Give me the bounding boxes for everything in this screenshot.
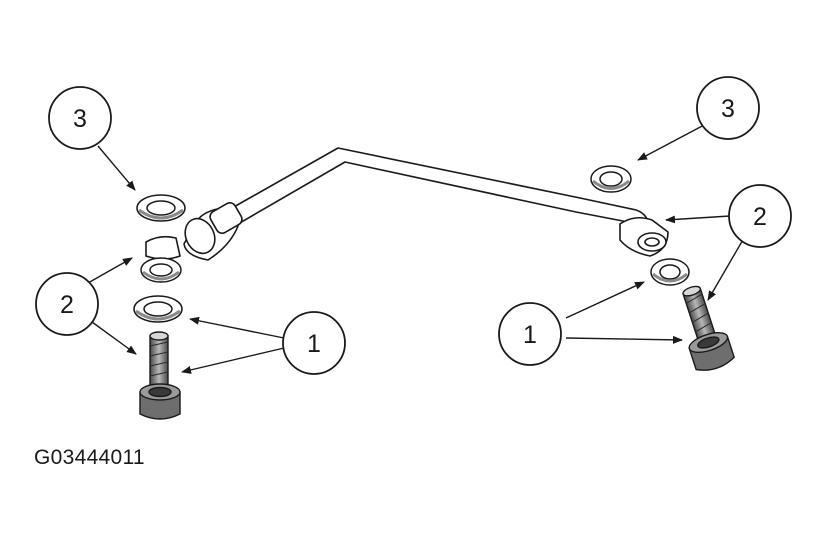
callout-right-2: 2 (728, 184, 792, 248)
arrow-right-2b (707, 237, 745, 301)
callout-left-3: 3 (48, 86, 112, 150)
callout-left-2: 2 (35, 272, 99, 336)
svg-text:2: 2 (60, 291, 74, 319)
left-banjo-washer (140, 257, 182, 283)
oil-supply-tube (231, 147, 651, 239)
arrow-left-2b (91, 321, 137, 355)
arrow-right-1a (565, 281, 645, 319)
right-lower-washer (650, 258, 690, 286)
arrow-right-3 (637, 123, 707, 161)
arrow-left-1b (181, 347, 285, 374)
arrow-left-3 (97, 145, 136, 191)
arrow-right-2a (665, 215, 731, 224)
arrow-left-2a (87, 257, 133, 284)
figure-id-label: G03444011 (34, 446, 145, 469)
callout-right-3: 3 (696, 76, 760, 140)
svg-text:2: 2 (753, 203, 767, 231)
leader-arrows (87, 123, 745, 374)
arrow-left-1a (189, 316, 285, 339)
right-tube-fitting (619, 216, 669, 257)
svg-text:3: 3 (73, 105, 87, 133)
svg-text:1: 1 (307, 330, 321, 358)
left-bolt (139, 331, 181, 420)
left-lower-washer (133, 295, 183, 323)
svg-text:3: 3 (721, 95, 735, 123)
left-tube-fitting (145, 202, 243, 261)
left-upper-washer (136, 194, 186, 222)
right-upper-washer (590, 165, 632, 193)
right-bolt (682, 285, 735, 371)
callout-left-1: 1 (282, 311, 346, 375)
arrow-right-1b (565, 335, 683, 344)
svg-text:1: 1 (523, 321, 537, 349)
callout-right-1: 1 (498, 302, 562, 366)
